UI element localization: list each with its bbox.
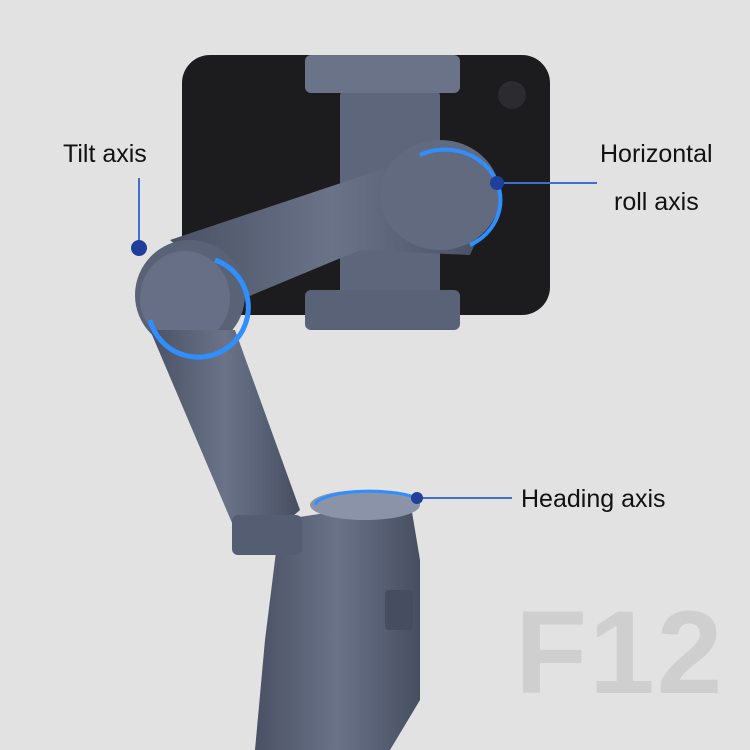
roll-axis-label-line1: Horizontal — [600, 140, 713, 168]
vertical-arm — [150, 330, 300, 545]
heading-rotation-arrow-icon — [313, 489, 421, 506]
roll-axis-label-line2: roll axis — [614, 188, 699, 216]
phone-camera — [498, 81, 526, 109]
tilt-rotation-arrow-icon — [147, 257, 251, 360]
handle — [255, 500, 420, 750]
heading-axis-label: Heading axis — [521, 485, 666, 513]
heading-callout-dot — [411, 492, 423, 504]
tilt-callout-dot — [131, 240, 147, 256]
tilt-axis-label: Tilt axis — [63, 140, 147, 168]
roll-motor — [380, 140, 500, 250]
roll-callout-dot — [490, 176, 504, 190]
model-watermark: F12 — [515, 587, 725, 719]
heading-motor — [310, 490, 420, 520]
